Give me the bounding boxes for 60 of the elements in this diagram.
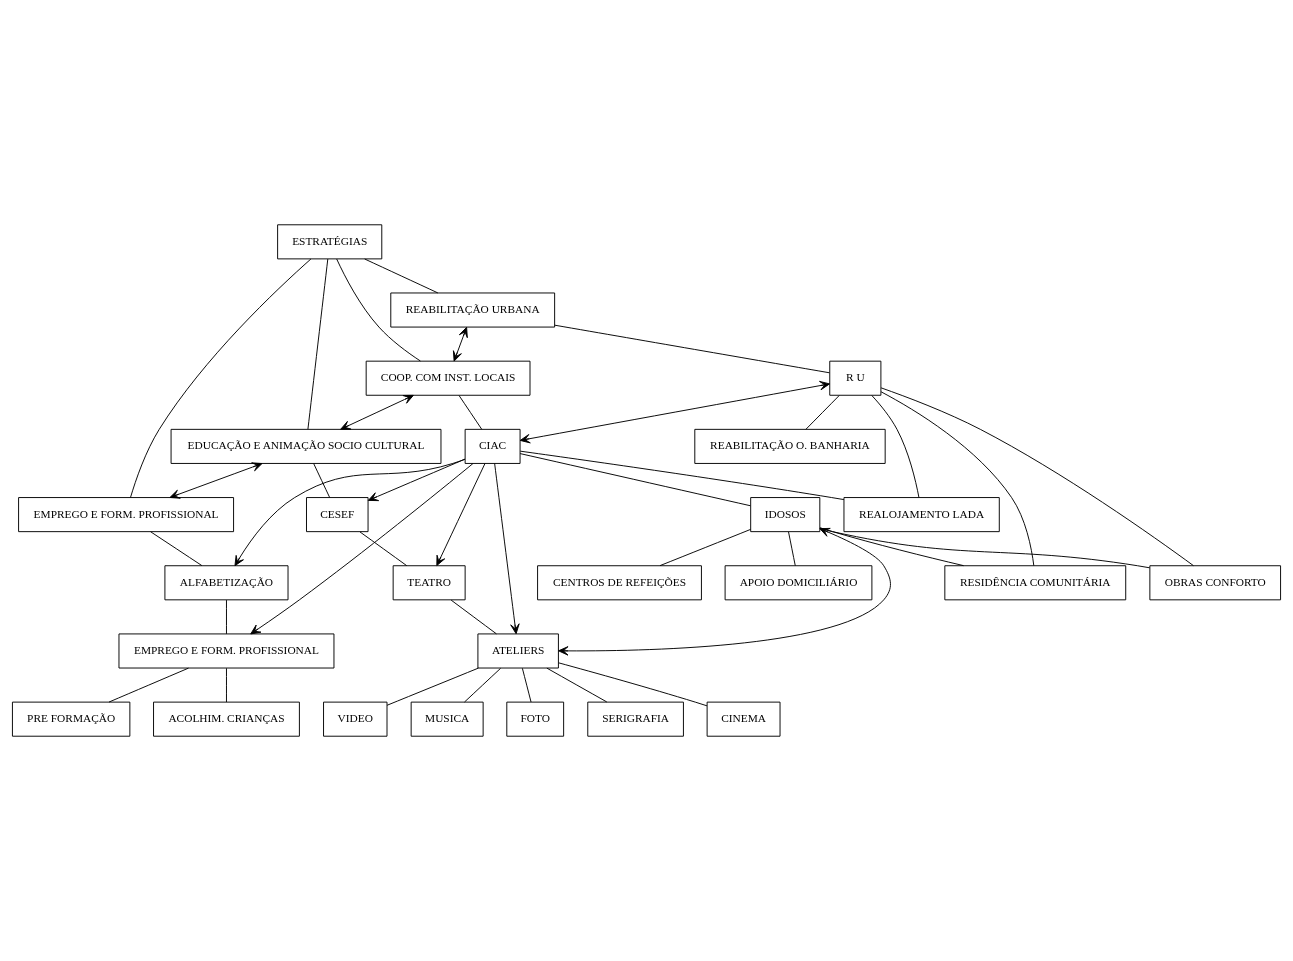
connector bbox=[226, 667, 227, 703]
arrow bbox=[436, 463, 486, 567]
node-box: SERIGRAFIA bbox=[587, 701, 684, 737]
connector bbox=[519, 453, 751, 507]
node-box: CESEF bbox=[306, 497, 369, 533]
node-box: REALOJAMENTO LADA bbox=[843, 497, 1000, 533]
connector bbox=[450, 599, 497, 635]
node-box: COOP. COM INST. LOCAIS bbox=[365, 360, 531, 396]
node-box: CINEMA bbox=[706, 701, 781, 737]
node-box: EMPREGO E FORM. PROFISSIONAL bbox=[118, 633, 335, 669]
connector bbox=[458, 395, 483, 430]
connector bbox=[659, 528, 751, 567]
arrow bbox=[519, 380, 830, 444]
node-box: ESTRATÉGIAS bbox=[277, 224, 383, 260]
node-box: IDOSOS bbox=[750, 497, 821, 533]
node-box: TEATRO bbox=[392, 565, 466, 601]
node-box: ACOLHIM. CRIANÇAS bbox=[153, 701, 300, 737]
arrow bbox=[169, 462, 263, 499]
connector bbox=[226, 599, 227, 635]
node-box: EDUCAÇÃO E ANIMAÇÃO SOCIO CULTURAL bbox=[170, 428, 442, 464]
arrow bbox=[340, 394, 414, 430]
connector bbox=[554, 324, 830, 374]
connector bbox=[880, 391, 1035, 567]
arrow bbox=[234, 458, 466, 567]
connector bbox=[546, 667, 608, 703]
connector bbox=[336, 258, 421, 362]
arrow bbox=[452, 326, 468, 362]
node-box: PRE FORMAÇÃO bbox=[11, 701, 131, 737]
node-box: REABILITAÇÃO URBANA bbox=[390, 292, 556, 328]
connector bbox=[521, 667, 532, 703]
arrow bbox=[494, 463, 520, 635]
node-box: R U bbox=[829, 360, 882, 396]
connector bbox=[519, 450, 845, 501]
connector bbox=[805, 395, 840, 430]
node-box: REABILITAÇÃO O. BANHARIA bbox=[694, 428, 886, 464]
connector bbox=[880, 387, 1194, 567]
connector bbox=[359, 531, 408, 567]
node-box: EMPREGO E FORM. PROFISSIONAL bbox=[18, 497, 235, 533]
node-box: CIAC bbox=[464, 428, 521, 464]
node-box: OBRAS CONFORTO bbox=[1149, 565, 1282, 601]
connector bbox=[558, 662, 708, 707]
node-box: CENTROS DE REFEIÇÕES bbox=[537, 565, 702, 601]
arrow bbox=[250, 463, 474, 635]
connector bbox=[108, 667, 189, 703]
node-box: ATELIERS bbox=[477, 633, 559, 669]
connector bbox=[364, 258, 439, 294]
connector bbox=[307, 258, 329, 430]
node-box: ALFABETIZAÇÃO bbox=[164, 565, 289, 601]
connector bbox=[313, 463, 331, 498]
connector bbox=[130, 258, 312, 498]
connector bbox=[788, 531, 796, 567]
node-box: FOTO bbox=[506, 701, 565, 737]
connector bbox=[871, 395, 920, 498]
node-box: MUSICA bbox=[410, 701, 484, 737]
node-box: RESIDÊNCIA COMUNITÁRIA bbox=[944, 565, 1127, 601]
node-box: APOIO DOMICILIÁRIO bbox=[724, 565, 873, 601]
node-box: VIDEO bbox=[323, 701, 388, 737]
connector bbox=[386, 667, 479, 706]
connector bbox=[150, 531, 203, 567]
connector bbox=[464, 667, 502, 703]
